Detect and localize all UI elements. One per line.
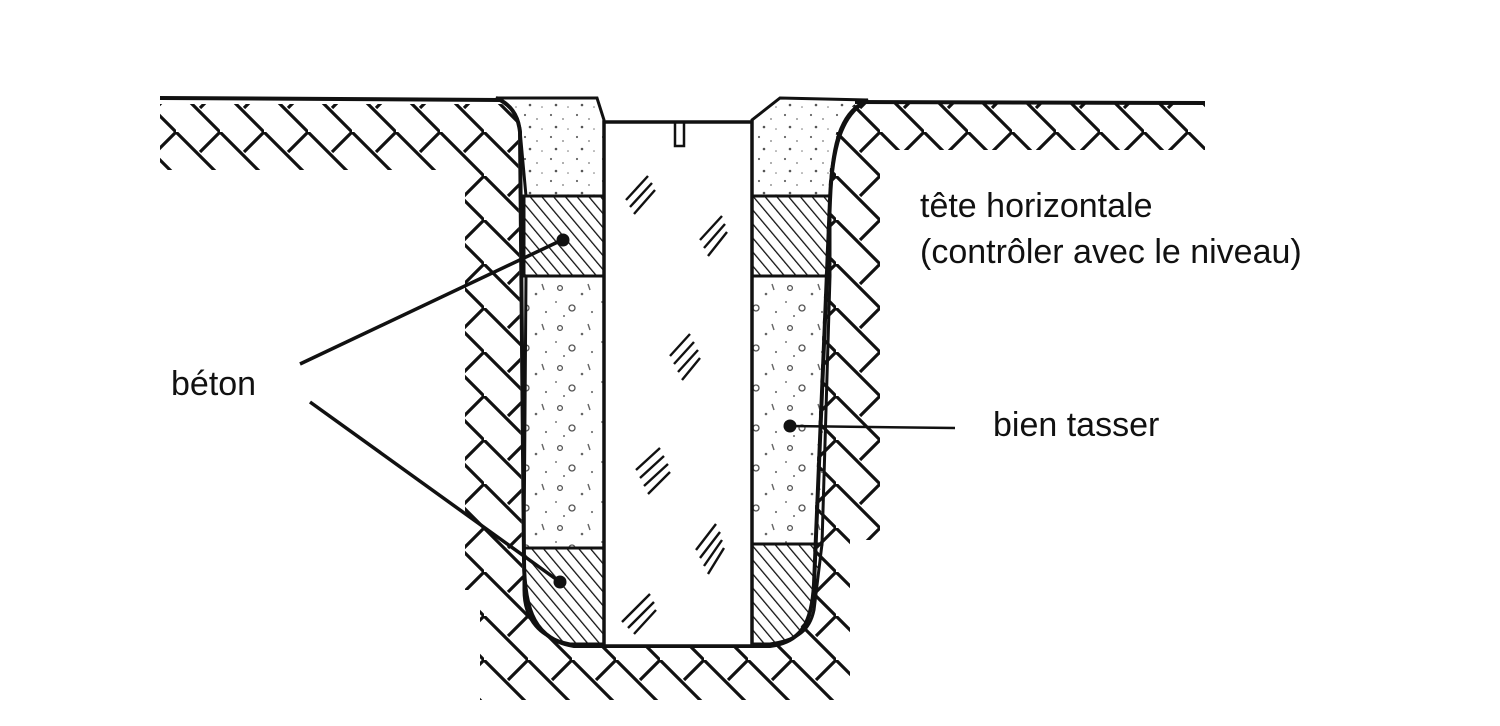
post-top-notch [673, 122, 686, 148]
concrete-marker-upper [556, 233, 570, 247]
concrete-marker-lower [553, 575, 567, 589]
ground-line [159, 96, 501, 102]
post [602, 120, 754, 648]
concrete-leader-upper [299, 238, 563, 366]
head-label-line1: tête horizontale [920, 187, 1153, 225]
compact-marker [783, 419, 797, 433]
concrete-label: béton [171, 365, 257, 403]
compact-label: bien tasser [993, 406, 1160, 444]
compact-leader [789, 424, 956, 430]
pit-outline [495, 96, 869, 648]
right-upper-concrete [750, 194, 832, 278]
head-label-line2: (contrôler avec le niveau) [920, 233, 1302, 271]
post-shading [621, 175, 728, 635]
ground-line-right [854, 100, 1206, 105]
concrete-leader-lower [308, 400, 562, 584]
left-gravel-fill [522, 274, 606, 550]
